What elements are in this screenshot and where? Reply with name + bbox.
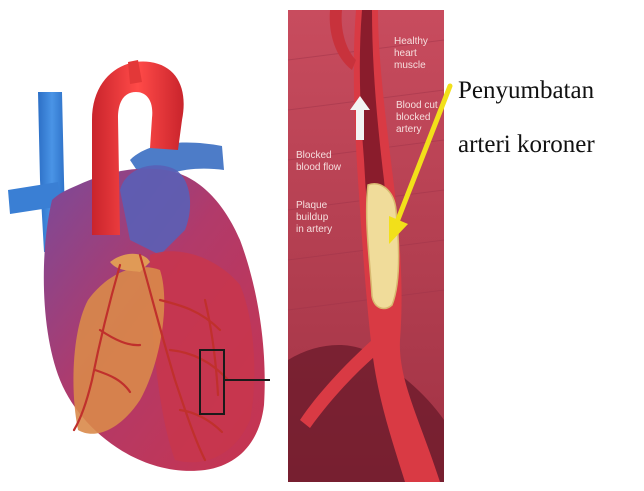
- callout-text-line-1: Penyumbatan: [458, 78, 594, 103]
- label-plaque-buildup: Plaque buildup in artery: [296, 200, 332, 236]
- heart: [8, 60, 270, 471]
- callout-text-line-2: arteri koroner: [458, 132, 595, 157]
- artery-inset: [288, 10, 444, 482]
- label-blood-cut-blocked-artery: Blood cut blocked artery: [396, 100, 438, 136]
- label-healthy-heart-muscle: Healthy heart muscle: [394, 36, 428, 72]
- label-blocked-blood-flow: Blocked blood flow: [296, 150, 341, 174]
- plaque-buildup: [367, 184, 399, 309]
